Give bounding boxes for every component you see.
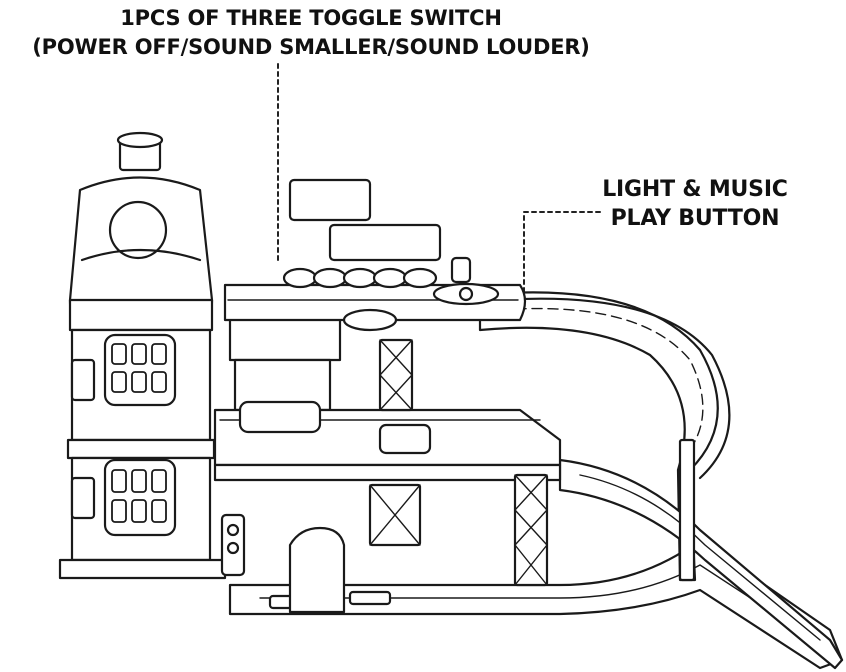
support-pillars [368,338,696,587]
leader-lines [277,63,601,313]
top-deck [223,178,527,332]
light-music-callout-line2: PLAY BUTTON [610,206,780,231]
toggle-switch-callout-title: 1PCS OF THREE TOGGLE SWITCH [120,6,502,30]
toggle-switch-callout-options: (POWER OFF/SOUND SMALLER/SOUND LOUDER) [32,35,590,59]
spiral-ramp [478,291,844,670]
light-music-callout-line1: LIGHT & MUSIC [602,177,788,202]
light-music-leader-line [523,211,601,313]
left-tower [58,131,227,580]
ground-details [220,513,346,614]
